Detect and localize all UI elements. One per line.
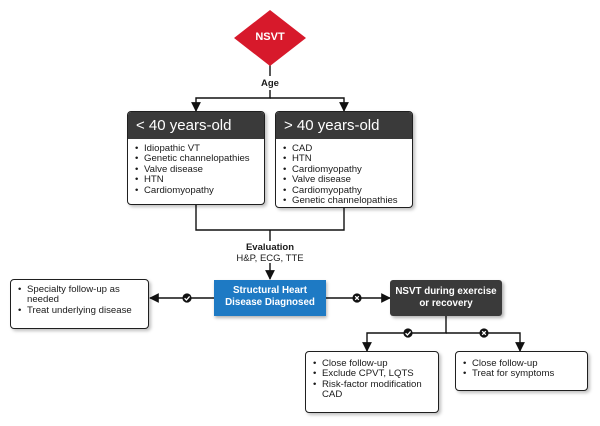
over-40-panel: > 40 years-old CAD HTN Cardiomyopathy Va… [275, 111, 413, 208]
list-item: HTN [134, 174, 258, 186]
structural-line-2: Disease Diagnosed [225, 296, 315, 308]
nsvt-diamond [234, 10, 306, 66]
check-circle-icon [182, 293, 192, 303]
check-circle-icon [403, 328, 413, 338]
over-40-title: > 40 years-old [276, 112, 412, 139]
under-40-title: < 40 years-old [128, 112, 264, 139]
list-item: Close follow-up [312, 358, 432, 370]
list-item: Valve disease [134, 164, 258, 176]
list-item: Genetic channelopathies [282, 195, 406, 207]
list-item: Idiopathic VT [134, 143, 258, 155]
symptoms-list: Close follow-up Treat for symptoms [456, 352, 587, 380]
list-item: HTN [282, 153, 406, 165]
connector-age-young [191, 90, 271, 112]
connector-age-older [270, 97, 349, 112]
exercise-line-2: or recovery [419, 297, 473, 309]
list-item: Specialty follow-up as needed [17, 284, 142, 306]
structural-line-1: Structural Heart [232, 285, 308, 296]
list-item: Treat for symptoms [462, 368, 581, 380]
list-item: Genetic channelopathies [134, 153, 258, 165]
age-label: Age [261, 78, 279, 89]
close-followup-exclude-box: Close follow-up Exclude CPVT, LQTS Risk-… [305, 351, 439, 413]
list-item: Treat underlying disease [17, 305, 142, 317]
nsvt-label: NSVT [255, 31, 285, 43]
x-circle-icon [352, 293, 362, 303]
list-item: Exclude CPVT, LQTS [312, 368, 432, 380]
list-item: Cardiomyopathy [282, 185, 406, 197]
specialty-followup-box: Specialty follow-up as needed Treat unde… [10, 279, 149, 329]
list-item: Valve disease [282, 174, 406, 186]
over-40-list: CAD HTN Cardiomyopathy Valve disease Car… [276, 139, 412, 207]
connector-merge [195, 205, 345, 231]
evaluation-title: Evaluation [245, 242, 295, 253]
under-40-list: Idiopathic VT Genetic channelopathies Va… [128, 139, 264, 196]
list-item: CAD [282, 143, 406, 155]
list-item: Cardiomyopathy [282, 164, 406, 176]
x-circle-icon [479, 328, 489, 338]
close-followup-symptoms-box: Close follow-up Treat for symptoms [455, 351, 588, 391]
specialty-list: Specialty follow-up as needed Treat unde… [11, 280, 148, 316]
exercise-line-1: NSVT during exercise [395, 286, 497, 297]
connector-exercise-no [446, 332, 525, 352]
exercise-node: NSVT during exercise or recovery [390, 280, 502, 316]
list-item: Cardiomyopathy [134, 185, 258, 197]
under-40-panel: < 40 years-old Idiopathic VT Genetic cha… [127, 111, 265, 205]
evaluation-subtitle: H&P, ECG, TTE [236, 253, 304, 264]
list-item: Risk-factor modification CAD [312, 379, 432, 401]
structural-heart-node: Structural Heart Disease Diagnosed [214, 280, 326, 316]
list-item: Close follow-up [462, 358, 581, 370]
exclude-list: Close follow-up Exclude CPVT, LQTS Risk-… [306, 352, 438, 401]
